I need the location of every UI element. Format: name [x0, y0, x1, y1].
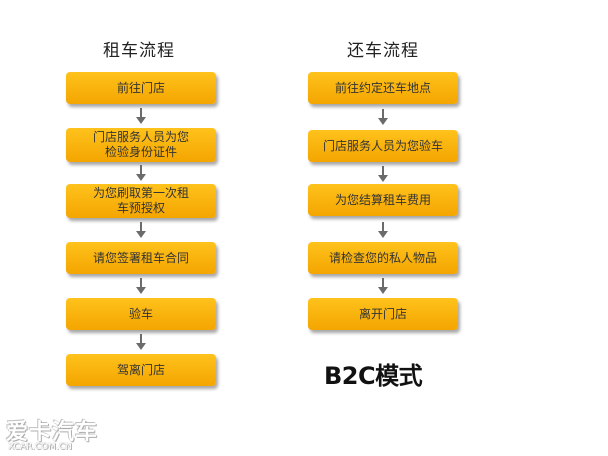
rental-step-6: 驾离门店: [66, 354, 216, 386]
rental-step-1: 前往门店: [66, 72, 216, 104]
return-step-5: 离开门店: [308, 298, 458, 330]
watermark-logo: 爱卡汽车 XCAR.COM.CN: [6, 414, 116, 454]
return-step-4: 请检查您的私人物品: [308, 242, 458, 274]
rental-step-3: 为您刷取第一次租车预授权: [66, 184, 216, 218]
return-arrow-down-icon: [378, 222, 388, 238]
rental-arrow-down-icon: [136, 108, 146, 124]
return-arrow-down-icon: [378, 109, 388, 125]
return-step-1: 前往约定还车地点: [308, 72, 458, 104]
return-arrow-down-icon: [378, 166, 388, 182]
rental-arrow-down-icon: [136, 165, 146, 181]
watermark-url: XCAR.COM.CN: [8, 442, 72, 452]
mode-label: B2C模式: [324, 362, 423, 390]
rental-step-5: 验车: [66, 298, 216, 330]
watermark-brand: 爱卡汽车: [6, 420, 99, 445]
return-step-2: 门店服务人员为您验车: [308, 130, 458, 162]
return-arrow-down-icon: [378, 278, 388, 294]
return-flow-title: 还车流程: [347, 41, 419, 61]
rental-arrow-down-icon: [136, 222, 146, 238]
rental-step-4: 请您签署租车合同: [66, 242, 216, 274]
rental-arrow-down-icon: [136, 278, 146, 294]
rental-flow-title: 租车流程: [103, 41, 175, 61]
return-step-3: 为您结算租车费用: [308, 184, 458, 216]
rental-arrow-down-icon: [136, 334, 146, 350]
rental-step-2: 门店服务人员为您检验身份证件: [66, 128, 216, 162]
